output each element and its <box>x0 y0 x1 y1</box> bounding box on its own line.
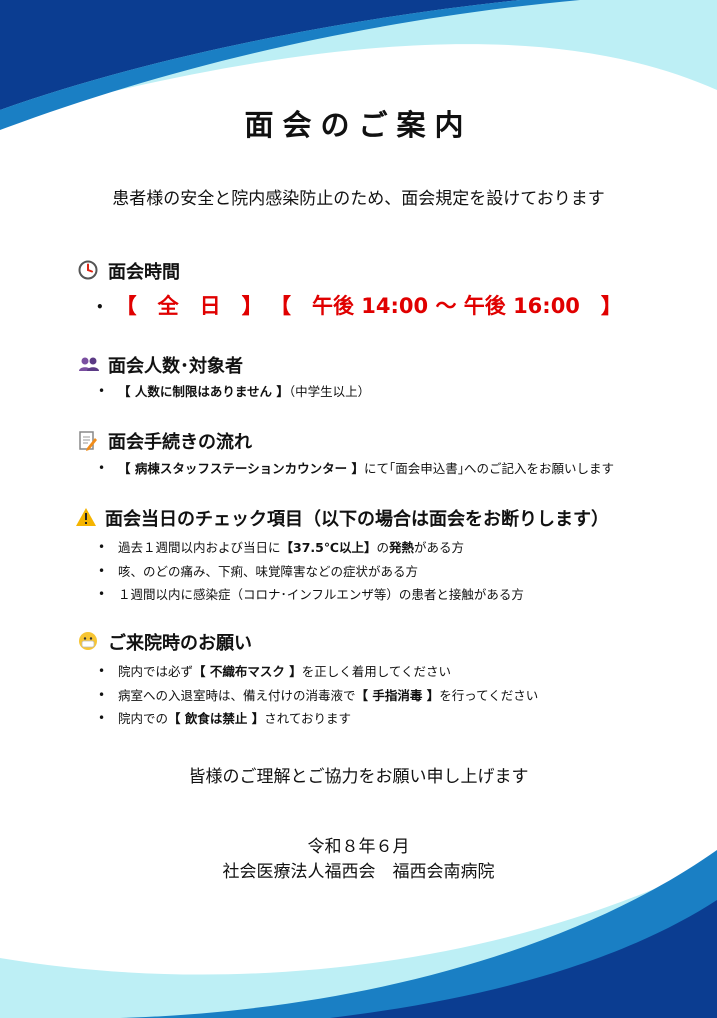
section-procedure-heading: 面会手続きの流れ <box>78 428 252 454</box>
organization-name: 社会医療法人福西会 福西会南病院 <box>222 862 495 882</box>
section-requests-title: ご来院時のお願い <box>108 633 252 654</box>
station-counter: 【 病棟スタッフステーションカウンター 】 <box>118 461 364 476</box>
visitor-limit: 【 人数に制限はありません 】 <box>118 384 289 399</box>
clock-icon <box>78 260 100 282</box>
section-visitors-heading: 面会人数･対象者 <box>78 352 243 378</box>
check-item-1-end: がある方 <box>414 540 465 555</box>
section-check-title: 面会当日のチェック項目（以下の場合は面会をお断りします） <box>105 509 609 530</box>
hand-sanitize: 【 手指消毒 】 <box>355 687 440 703</box>
section-procedure-title: 面会手続きの流れ <box>108 432 252 453</box>
visiting-time: 【 午後 14:00 ～ 午後 16:00 】 <box>269 294 622 318</box>
page-title: 面会のご案内 <box>244 108 473 142</box>
request-2-text: 病室への入退室時は、備え付けの消毒液で <box>118 687 356 703</box>
visitors-list: 【 人数に制限はありません 】（中学生以上） <box>92 380 370 404</box>
memo-icon <box>78 430 100 452</box>
list-item: 咳、のどの痛み、下痢、味覚障害などの症状がある方 <box>92 560 524 584</box>
request-3-text: 院内での <box>118 711 169 726</box>
list-item: 【 人数に制限はありません 】（中学生以上） <box>92 380 370 404</box>
list-item: 【 病棟スタッフステーションカウンター 】にて｢面会申込書｣へのご記入をお願いし… <box>92 457 614 481</box>
mask-face-icon <box>78 631 100 653</box>
section-requests-heading: ご来院時のお願い <box>78 629 252 655</box>
check-item-1-text: 過去１週間以内および当日に <box>118 540 281 555</box>
closing-message: 皆様のご理解とご協力をお願い申し上げます <box>188 767 529 787</box>
visitor-age: （中学生以上） <box>288 384 371 399</box>
warning-icon <box>75 507 97 529</box>
visiting-days: 【 全 日 】 <box>115 294 263 318</box>
list-item: １週間以内に感染症（コロナ･インフルエンザ等）の患者と接触がある方 <box>92 583 524 607</box>
request-1-end: を正しく着用してください <box>301 664 451 679</box>
section-hours-heading: 面会時間 <box>78 258 180 284</box>
section-visitors-title: 面会人数･対象者 <box>108 356 243 377</box>
list-item: 過去１週間以内および当日に【37.5℃以上】の発熱がある方 <box>92 536 524 560</box>
request-1-text: 院内では必ず <box>118 664 194 679</box>
section-hours-title: 面会時間 <box>108 262 180 283</box>
mask-requirement: 【 不織布マスク 】 <box>193 664 302 679</box>
list-item: 院内での【 飲食は禁止 】されております <box>92 707 538 731</box>
section-check-heading: 面会当日のチェック項目（以下の場合は面会をお断りします） <box>75 505 609 531</box>
visiting-hours: • 【 全 日 】 【 午後 14:00 ～ 午後 16:00 】 <box>92 290 622 320</box>
requests-list: 院内では必ず【 不織布マスク 】を正しく着用してください 病室への入退室時は、備… <box>92 660 538 731</box>
list-item: 病室への入退室時は、備え付けの消毒液で【 手指消毒 】を行ってください <box>92 684 538 708</box>
bullet: • <box>96 300 104 314</box>
procedure-list: 【 病棟スタッフステーションカウンター 】にて｢面会申込書｣へのご記入をお願いし… <box>92 457 614 481</box>
check-list: 過去１週間以内および当日に【37.5℃以上】の発熱がある方 咳、のどの痛み、下痢… <box>92 536 524 607</box>
check-item-2-text: 咳、のどの痛み、下痢、味覚障害などの症状がある方 <box>118 563 419 579</box>
intro-text: 患者様の安全と院内感染防止のため、面会規定を設けております <box>112 189 605 209</box>
people-icon <box>78 354 100 376</box>
request-3-end: されております <box>264 711 351 726</box>
fever-term: 発熱 <box>389 540 415 555</box>
request-2-end: を行ってください <box>439 687 539 703</box>
check-item-3-text: １週間以内に感染症（コロナ･インフルエンザ等）の患者と接触がある方 <box>118 587 524 602</box>
procedure-text: にて｢面会申込書｣へのご記入をお願いします <box>363 461 614 476</box>
no-eating: 【 飲食は禁止 】 <box>168 711 265 726</box>
check-item-1-particle: の <box>376 540 390 555</box>
list-item: 院内では必ず【 不織布マスク 】を正しく着用してください <box>92 660 538 684</box>
temperature-threshold: 【37.5℃以上】 <box>280 540 377 555</box>
issue-date: 令和８年６月 <box>307 837 410 857</box>
